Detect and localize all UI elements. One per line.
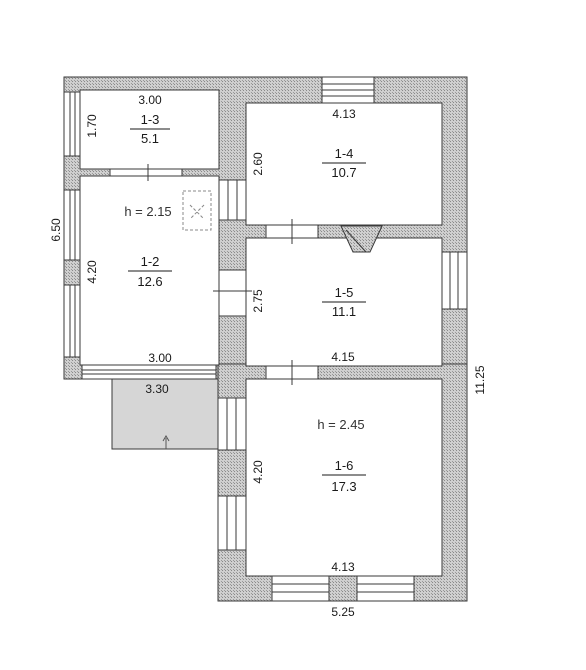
dim-room14-width: 4.13 xyxy=(332,107,356,121)
window-lower-left-2 xyxy=(217,495,247,551)
dim-room12-depth: 4.20 xyxy=(85,260,99,284)
window-left-3 xyxy=(63,284,81,358)
window-top xyxy=(321,76,375,104)
room-1-5-area: 11.1 xyxy=(332,304,356,319)
dim-room15-width: 4.15 xyxy=(331,350,355,364)
door-1-3 xyxy=(109,164,183,181)
dim-room14-depth: 2.60 xyxy=(251,152,265,176)
room-1-3-id: 1-3 xyxy=(141,112,160,127)
dim-room13-width: 3.00 xyxy=(138,93,162,107)
room-1-6 xyxy=(245,378,443,577)
windows xyxy=(63,76,468,602)
room-1-2-area: 12.6 xyxy=(137,274,162,289)
door-1-4 xyxy=(265,219,319,244)
window-left-1 xyxy=(63,91,81,157)
room-1-5-id: 1-5 xyxy=(335,285,354,300)
dimension-labels: 3.00 1.70 4.13 2.60 6.50 4.20 3.00 3.30 … xyxy=(49,93,487,619)
dim-left-overall: 6.50 xyxy=(49,218,63,242)
height-right-wing: h = 2.45 xyxy=(317,417,364,432)
room-1-6-area: 17.3 xyxy=(331,479,356,494)
room-1-2-id: 1-2 xyxy=(141,254,160,269)
door-1-5 xyxy=(265,360,319,385)
room-labels: 1-3 5.1 1-4 10.7 1-2 12.6 1-5 11.1 1-6 1… xyxy=(124,112,366,494)
window-bottom xyxy=(271,575,415,602)
stove-icon xyxy=(182,190,212,231)
room-1-4-id: 1-4 xyxy=(335,146,354,161)
door-1-2 xyxy=(213,269,252,317)
doors xyxy=(109,164,319,385)
window-right xyxy=(441,251,468,310)
stair-icon xyxy=(340,225,383,253)
room-1-3-area: 5.1 xyxy=(141,131,159,146)
dim-room13-depth: 1.70 xyxy=(85,114,99,138)
dim-room16-width: 4.13 xyxy=(331,560,355,574)
height-left-wing: h = 2.15 xyxy=(124,204,171,219)
dim-room15-depth: 2.75 xyxy=(251,289,265,313)
room-1-4-area: 10.7 xyxy=(331,165,356,180)
dim-overall-height: 11.25 xyxy=(473,365,487,394)
dim-room16-depth: 4.20 xyxy=(251,460,265,484)
dim-bottom-overall: 5.25 xyxy=(331,605,355,619)
dim-room12-width: 3.00 xyxy=(148,351,172,365)
porch-arrow-icon xyxy=(162,435,170,449)
room-1-6-id: 1-6 xyxy=(335,458,354,473)
room-1-4 xyxy=(245,102,443,226)
window-lower-left-1 xyxy=(217,397,247,451)
window-mid-1 xyxy=(218,179,247,221)
window-left-2 xyxy=(63,189,81,261)
dim-porch-width: 3.30 xyxy=(145,382,169,396)
window-porch xyxy=(81,364,217,380)
